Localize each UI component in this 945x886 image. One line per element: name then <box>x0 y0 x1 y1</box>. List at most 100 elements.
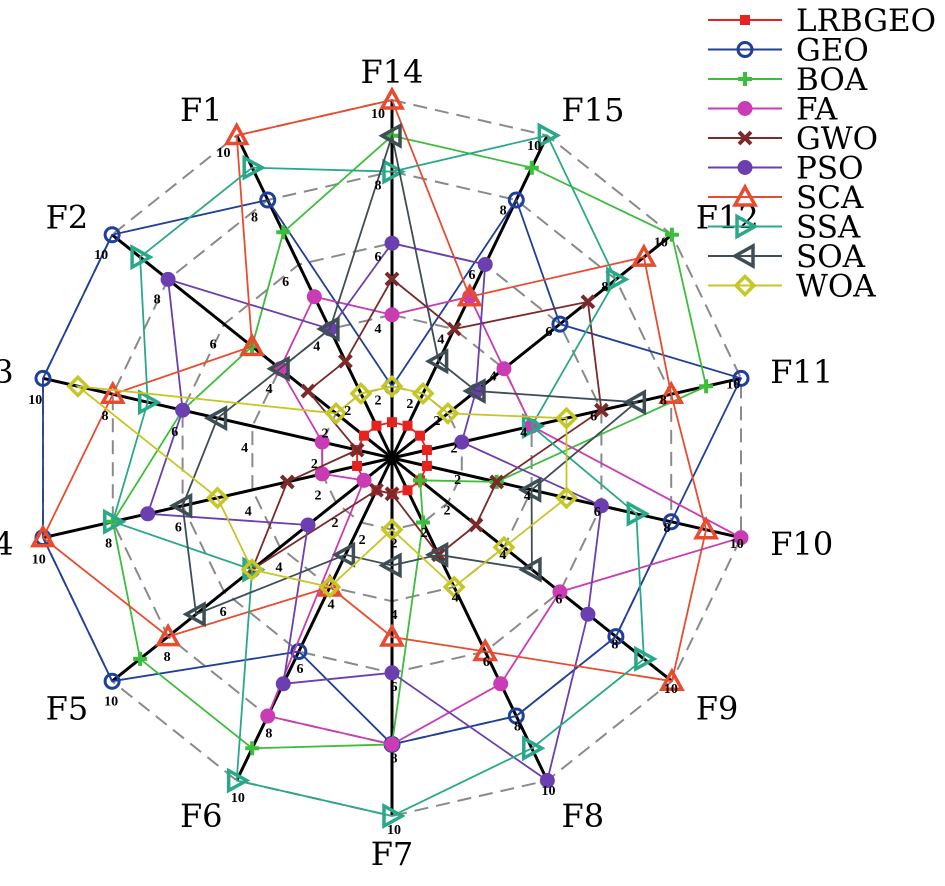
point-gwo-f7 <box>384 486 400 502</box>
tick-label-f10-6: 6 <box>594 505 601 520</box>
spoke-f8 <box>390 457 549 782</box>
legend-label-sca: SCA <box>796 180 864 216</box>
point-fa-f12 <box>496 361 512 377</box>
point-soa-f9 <box>518 556 542 583</box>
point-gwo-f1 <box>337 353 353 369</box>
legend-label-pso: PSO <box>796 151 864 187</box>
point-boa-f1 <box>276 225 291 240</box>
legend-marker-pso <box>737 160 753 175</box>
point-soa-f2 <box>266 355 290 382</box>
point-fa-f8 <box>493 676 509 692</box>
tick-label-f12-6: 6 <box>545 325 552 340</box>
series-line-woa <box>74 385 568 589</box>
point-gwo-f2 <box>300 383 316 399</box>
tick-label-f14-8: 8 <box>375 179 382 194</box>
point-lrbgeo-f2 <box>359 430 370 441</box>
axis-label-f10: F10 <box>770 525 833 563</box>
point-sca-f14 <box>379 86 405 110</box>
tick-label-f8-6: 6 <box>483 655 490 670</box>
tick-label-f1-8: 8 <box>251 210 258 225</box>
series-line-sca <box>41 98 708 683</box>
point-woa-f1 <box>349 382 373 405</box>
point-woa-f5 <box>240 558 264 582</box>
point-soa-f4 <box>168 492 193 519</box>
point-fa-f5 <box>356 472 372 488</box>
legend-label-woa: WOA <box>796 269 876 305</box>
point-ssa-f11 <box>521 413 546 440</box>
point-gwo-f4 <box>279 474 295 490</box>
point-ssa-f12 <box>606 266 630 293</box>
tick-label-f6-2: 2 <box>359 533 366 548</box>
point-sca-f8 <box>472 637 499 662</box>
legend-item-pso: PSO <box>708 151 864 187</box>
point-gwo-f11 <box>593 402 609 418</box>
point-ssa-f3 <box>137 389 162 416</box>
tick-label-f3-6: 6 <box>171 425 178 440</box>
spoke-f12 <box>391 233 673 460</box>
legend-marker-soa <box>731 243 755 269</box>
series-ssa <box>103 122 658 829</box>
legend-label-soa: SOA <box>796 239 866 275</box>
axis-label-f1: F1 <box>180 91 223 129</box>
point-soa-f10 <box>518 476 542 503</box>
tick-label-f10-4: 4 <box>524 489 531 504</box>
series-soa <box>168 122 647 628</box>
tick-label-f2-4: 4 <box>266 382 273 397</box>
tick-label-f12-10: 10 <box>654 236 668 251</box>
point-fa-f14 <box>384 307 400 323</box>
legend-label-fa: FA <box>796 92 838 128</box>
series-line-boa <box>111 134 708 750</box>
point-soa-f6 <box>331 541 356 568</box>
tick-label-f4-8: 8 <box>105 537 112 552</box>
point-pso-f6 <box>275 676 291 692</box>
point-gwo-f3 <box>349 442 365 458</box>
legend-label-boa: BOA <box>796 62 868 98</box>
point-pso-f2 <box>160 271 176 287</box>
point-fa-f6 <box>260 708 276 724</box>
series-line-ssa <box>111 134 645 817</box>
series-pso <box>140 235 609 789</box>
point-geo-f10 <box>662 513 680 531</box>
point-sca-f9 <box>658 667 685 691</box>
point-sca-f3 <box>99 380 126 405</box>
point-boa-f6 <box>245 741 260 756</box>
point-sca-f10 <box>693 516 720 540</box>
tick-label-f1-6: 6 <box>282 275 289 290</box>
legend-marker-sca <box>732 183 758 207</box>
point-fa-f7 <box>384 736 400 752</box>
tick-label-f15-4: 4 <box>437 333 444 348</box>
tick-label-f3-10: 10 <box>28 393 42 408</box>
tick-label-f15-8: 8 <box>500 204 507 219</box>
legend-marker-woa <box>733 274 757 297</box>
point-woa-f7 <box>380 518 404 542</box>
point-boa-f8 <box>416 515 431 530</box>
point-fa-f10 <box>733 530 749 546</box>
tick-label-f9-2: 2 <box>444 503 451 518</box>
tick-label-f11-2: 2 <box>451 441 458 456</box>
point-lrbgeo-f12 <box>414 430 425 441</box>
point-lrbgeo-f1 <box>371 420 382 431</box>
tick-label-f14-4: 4 <box>375 322 382 337</box>
tick-label-f15-6: 6 <box>469 268 476 283</box>
tick-label-f5-10: 10 <box>104 695 118 710</box>
tick-label-f4-2: 2 <box>315 489 322 504</box>
tick-label-f7-8: 8 <box>391 751 398 766</box>
tick-label-f10-10: 10 <box>730 537 744 552</box>
legend-marker-gwo <box>737 130 753 146</box>
point-pso-f4 <box>140 506 156 522</box>
point-woa-f8 <box>442 575 466 599</box>
point-soa-f12 <box>462 378 486 405</box>
point-ssa-f15 <box>537 122 561 149</box>
spoke-f6 <box>235 457 394 782</box>
point-lrbgeo-f15 <box>402 420 413 431</box>
point-gwo-f6 <box>369 482 384 498</box>
tick-label-f7-6: 6 <box>391 680 398 695</box>
tick-label-f5-8: 8 <box>164 650 171 665</box>
point-geo-f6 <box>290 643 308 661</box>
point-woa-f11 <box>555 406 578 430</box>
point-sca-f15 <box>456 283 483 307</box>
legend-item-geo: GEO <box>708 33 869 69</box>
point-geo-f15 <box>507 191 525 209</box>
